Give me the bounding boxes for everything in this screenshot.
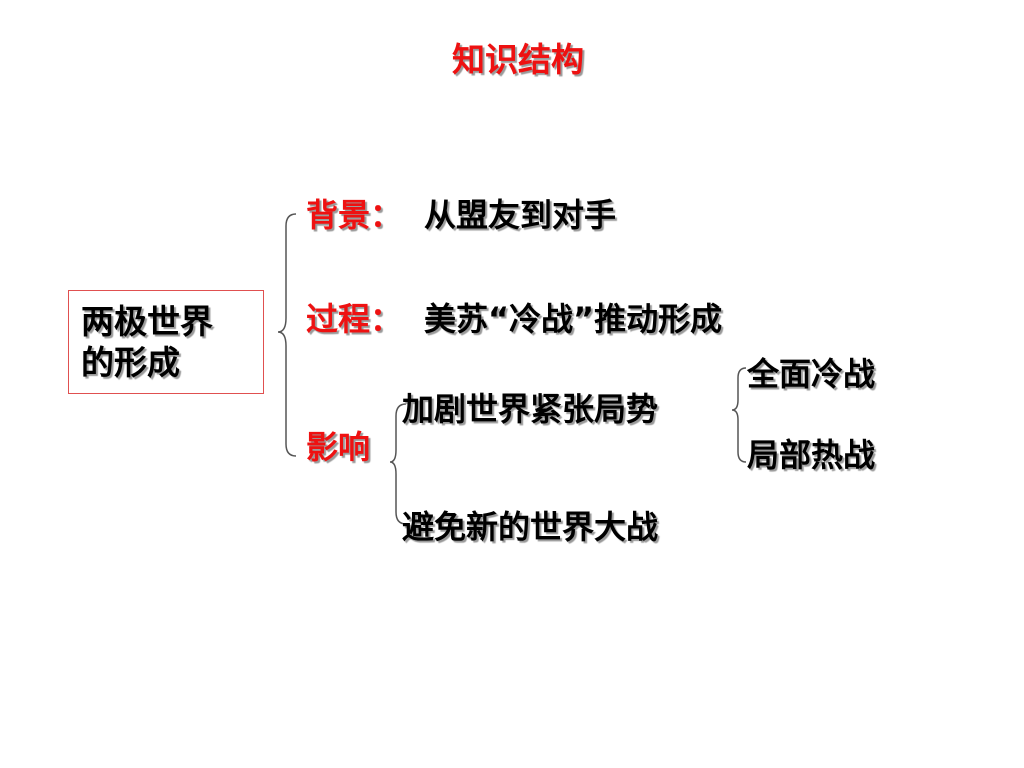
background-text: 从盟友到对手 bbox=[424, 196, 617, 234]
background-label: 背景： bbox=[306, 196, 403, 234]
impact-item-tension: 加剧世界紧张局势 bbox=[402, 390, 659, 428]
impact-label: 影响 bbox=[306, 428, 371, 466]
root-topic-line-2: 的形成 bbox=[81, 343, 180, 382]
main-brace bbox=[277, 213, 297, 457]
sub-brace bbox=[731, 367, 747, 463]
subitem-full-cold-war: 全面冷战 bbox=[747, 355, 876, 393]
process-text: 美苏“冷战”推动形成 bbox=[424, 300, 723, 338]
impact-item-avoid-war: 避免新的世界大战 bbox=[402, 508, 659, 546]
subitem-local-hot-war: 局部热战 bbox=[747, 436, 876, 474]
root-topic-box bbox=[68, 290, 264, 394]
root-topic-line-1: 两极世界 bbox=[81, 302, 213, 341]
page-title: 知识结构 bbox=[452, 40, 584, 79]
process-label: 过程： bbox=[306, 300, 403, 338]
impact-brace bbox=[389, 403, 407, 525]
